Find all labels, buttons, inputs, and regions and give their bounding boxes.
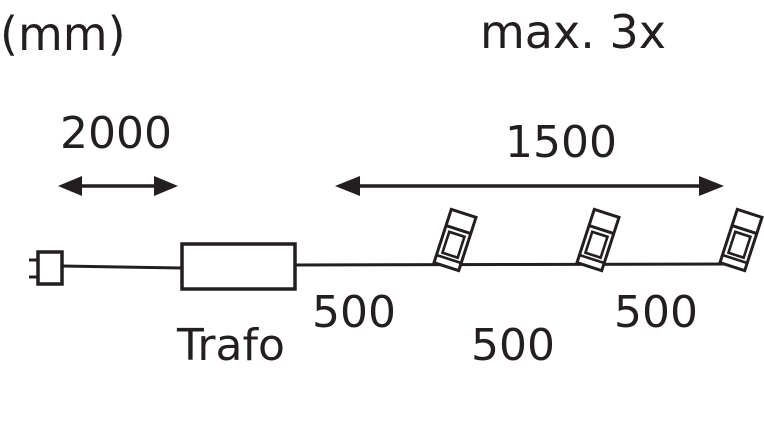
spotlight-icon xyxy=(575,207,621,273)
mains-cable xyxy=(61,264,183,270)
multiplier-label: max. 3x xyxy=(480,5,666,59)
transformer-label: Trafo xyxy=(176,320,285,371)
segment-length-3: 500 xyxy=(614,287,698,338)
segment-length-1: 500 xyxy=(312,287,396,338)
plug-icon xyxy=(29,250,64,286)
unit-label: (mm) xyxy=(0,7,126,61)
lamp-section-length: 1500 xyxy=(505,117,617,168)
lamp-section-dimension-arrow xyxy=(335,176,724,196)
spotlight-icon xyxy=(432,207,478,273)
segment-length-2: 500 xyxy=(471,320,555,371)
mains-cable-dimension-arrow xyxy=(58,176,178,196)
spotlight-icon xyxy=(718,207,764,273)
mains-cable-length: 2000 xyxy=(60,108,172,159)
low-voltage-cable xyxy=(294,262,733,267)
transformer-box xyxy=(180,242,297,291)
